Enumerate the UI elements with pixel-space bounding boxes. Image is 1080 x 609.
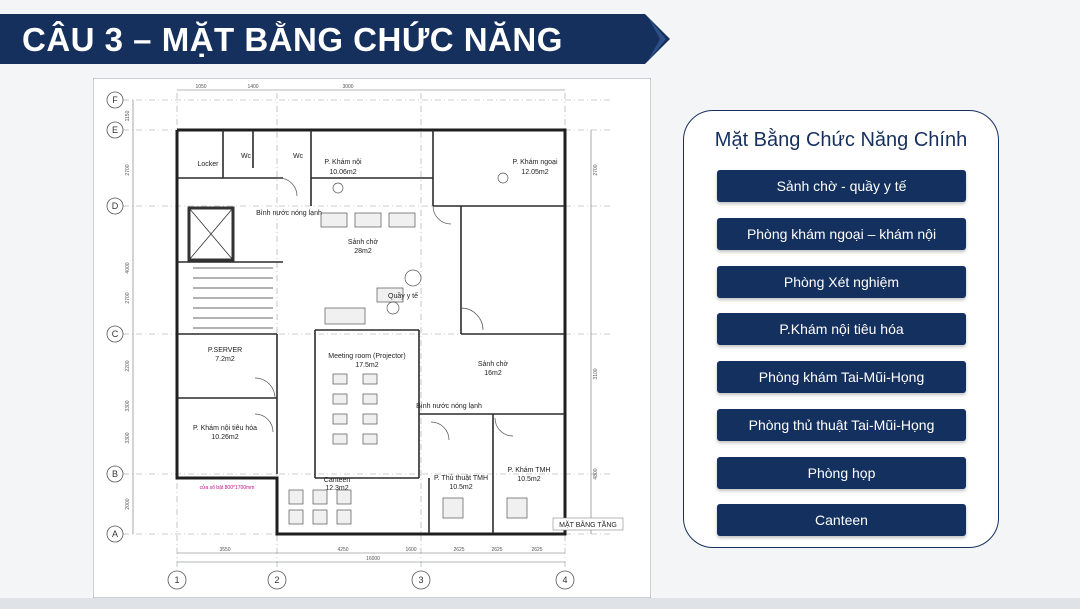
room-thu-thuat: P. Thủ thuật TMH <box>434 474 488 482</box>
plan-label: MẶT BẰNG TẦNG <box>559 519 617 529</box>
panel-title: Mặt Bằng Chức Năng Chính <box>714 129 968 151</box>
dim-top-2: 1400 <box>247 84 258 90</box>
window-note: cửa sổ bật 800*1700mm <box>200 484 255 491</box>
room-kham-ngoai: P. Khám ngoại <box>512 159 557 166</box>
room-sanh-cho-1: Sảnh chờ <box>348 239 379 246</box>
dim-left-7: 3300 <box>125 432 131 443</box>
area-button-ent-procedure[interactable]: Phòng thủ thuật Tai-Mũi-Họng <box>717 409 966 441</box>
title-banner: CÂU 3 – MẶT BẰNG CHỨC NĂNG <box>0 14 670 64</box>
functional-areas-panel: Mặt Bằng Chức Năng Chính Sảnh chờ - quầy… <box>683 110 999 548</box>
grid-row-d: D <box>112 201 119 211</box>
dim-left-3: 4000 <box>125 262 131 273</box>
label-binh-nuoc: Bình nước nóng lạnh <box>256 210 322 217</box>
floor-plan-drawing: F E D C B A 1 2 3 4 1050 1400 3000 3550 … <box>92 77 652 599</box>
dim-left-4: 2700 <box>125 292 131 303</box>
room-thu-thuat-area: 10.5m2 <box>449 484 472 491</box>
room-meeting: Meeting room (Projector) <box>328 353 405 360</box>
dim-right-2: 3100 <box>593 368 599 379</box>
room-kham-tmh: P. Khám TMH <box>508 467 551 474</box>
room-wc-1: Wc <box>241 153 252 160</box>
room-kham-noi: P. Khám nội <box>324 159 362 166</box>
page-title: CÂU 3 – MẶT BẰNG CHỨC NĂNG <box>22 21 563 58</box>
grid-col-2: 2 <box>274 575 279 585</box>
grid-col-4: 4 <box>562 575 567 585</box>
dim-right-1: 2700 <box>593 164 599 175</box>
room-kham-tmh-area: 10.5m2 <box>517 476 540 483</box>
area-button-lab[interactable]: Phòng Xét nghiệm <box>717 266 966 298</box>
floor-plan: F E D C B A 1 2 3 4 1050 1400 3000 3550 … <box>92 77 652 599</box>
dim-bottom-5: 2625 <box>491 547 502 553</box>
grid-row-a: A <box>112 529 118 539</box>
room-wc-2: Wc <box>293 153 304 160</box>
dim-bottom-4: 2625 <box>453 547 464 553</box>
grid-row-e: E <box>112 125 118 135</box>
room-sanh-cho-1-area: 28m2 <box>354 248 372 255</box>
label-quay-y-te: Quầy y tế <box>388 291 418 300</box>
dim-bottom-1: 3550 <box>219 547 230 553</box>
dim-bottom-3: 1600 <box>405 547 416 553</box>
grid-row-b: B <box>112 469 118 479</box>
dim-top-1: 1050 <box>195 84 206 90</box>
label-binh-nuoc-2: Bình nước nóng lạnh <box>416 403 482 410</box>
dim-bottom-6: 2625 <box>531 547 542 553</box>
area-button-meeting-room[interactable]: Phòng họp <box>717 457 966 489</box>
area-button-gastro[interactable]: P.Khám nội tiêu hóa <box>717 313 966 345</box>
room-kham-noi-tieu-hoa-area: 10.26m2 <box>211 434 238 441</box>
dim-left-2: 2700 <box>125 164 131 175</box>
area-button-reception[interactable]: Sảnh chờ - quầy y tế <box>717 170 966 202</box>
grid-col-1: 1 <box>174 575 179 585</box>
room-sanh-cho-2-area: 16m2 <box>484 370 502 377</box>
dim-bottom-2: 4250 <box>337 547 348 553</box>
room-kham-noi-tieu-hoa: P. Khám nội tiêu hóa <box>193 425 257 432</box>
grid-col-3: 3 <box>418 575 423 585</box>
room-server-area: 7.2m2 <box>215 356 235 363</box>
dim-left-1: 1150 <box>125 110 131 121</box>
room-meeting-area: 17.5m2 <box>355 362 378 369</box>
banner-shape <box>0 14 670 64</box>
area-button-exam-rooms[interactable]: Phòng khám ngoại – khám nội <box>717 218 966 250</box>
dim-left-5: 2200 <box>125 360 131 371</box>
room-server: P.SERVER <box>208 347 242 354</box>
dim-left-6: 3300 <box>125 400 131 411</box>
area-button-ent-exam[interactable]: Phòng khám Tai-Mũi-Họng <box>717 361 966 393</box>
grid-row-f: F <box>112 95 118 105</box>
area-button-canteen[interactable]: Canteen <box>717 504 966 536</box>
room-locker: Locker <box>197 161 219 168</box>
footer-strip <box>0 598 1080 609</box>
dim-total: 16000 <box>366 556 380 562</box>
room-sanh-cho-2: Sảnh chờ <box>478 361 509 368</box>
dim-left-8: 2000 <box>125 498 131 509</box>
room-kham-noi-area: 10.06m2 <box>329 169 356 176</box>
room-canteen: Canteen <box>324 477 351 484</box>
room-canteen-area: 12.3m2 <box>325 485 348 492</box>
dim-top-3: 3000 <box>342 84 353 90</box>
room-kham-ngoai-area: 12.05m2 <box>521 169 548 176</box>
dim-right-3: 4800 <box>593 468 599 479</box>
grid-row-c: C <box>112 329 119 339</box>
